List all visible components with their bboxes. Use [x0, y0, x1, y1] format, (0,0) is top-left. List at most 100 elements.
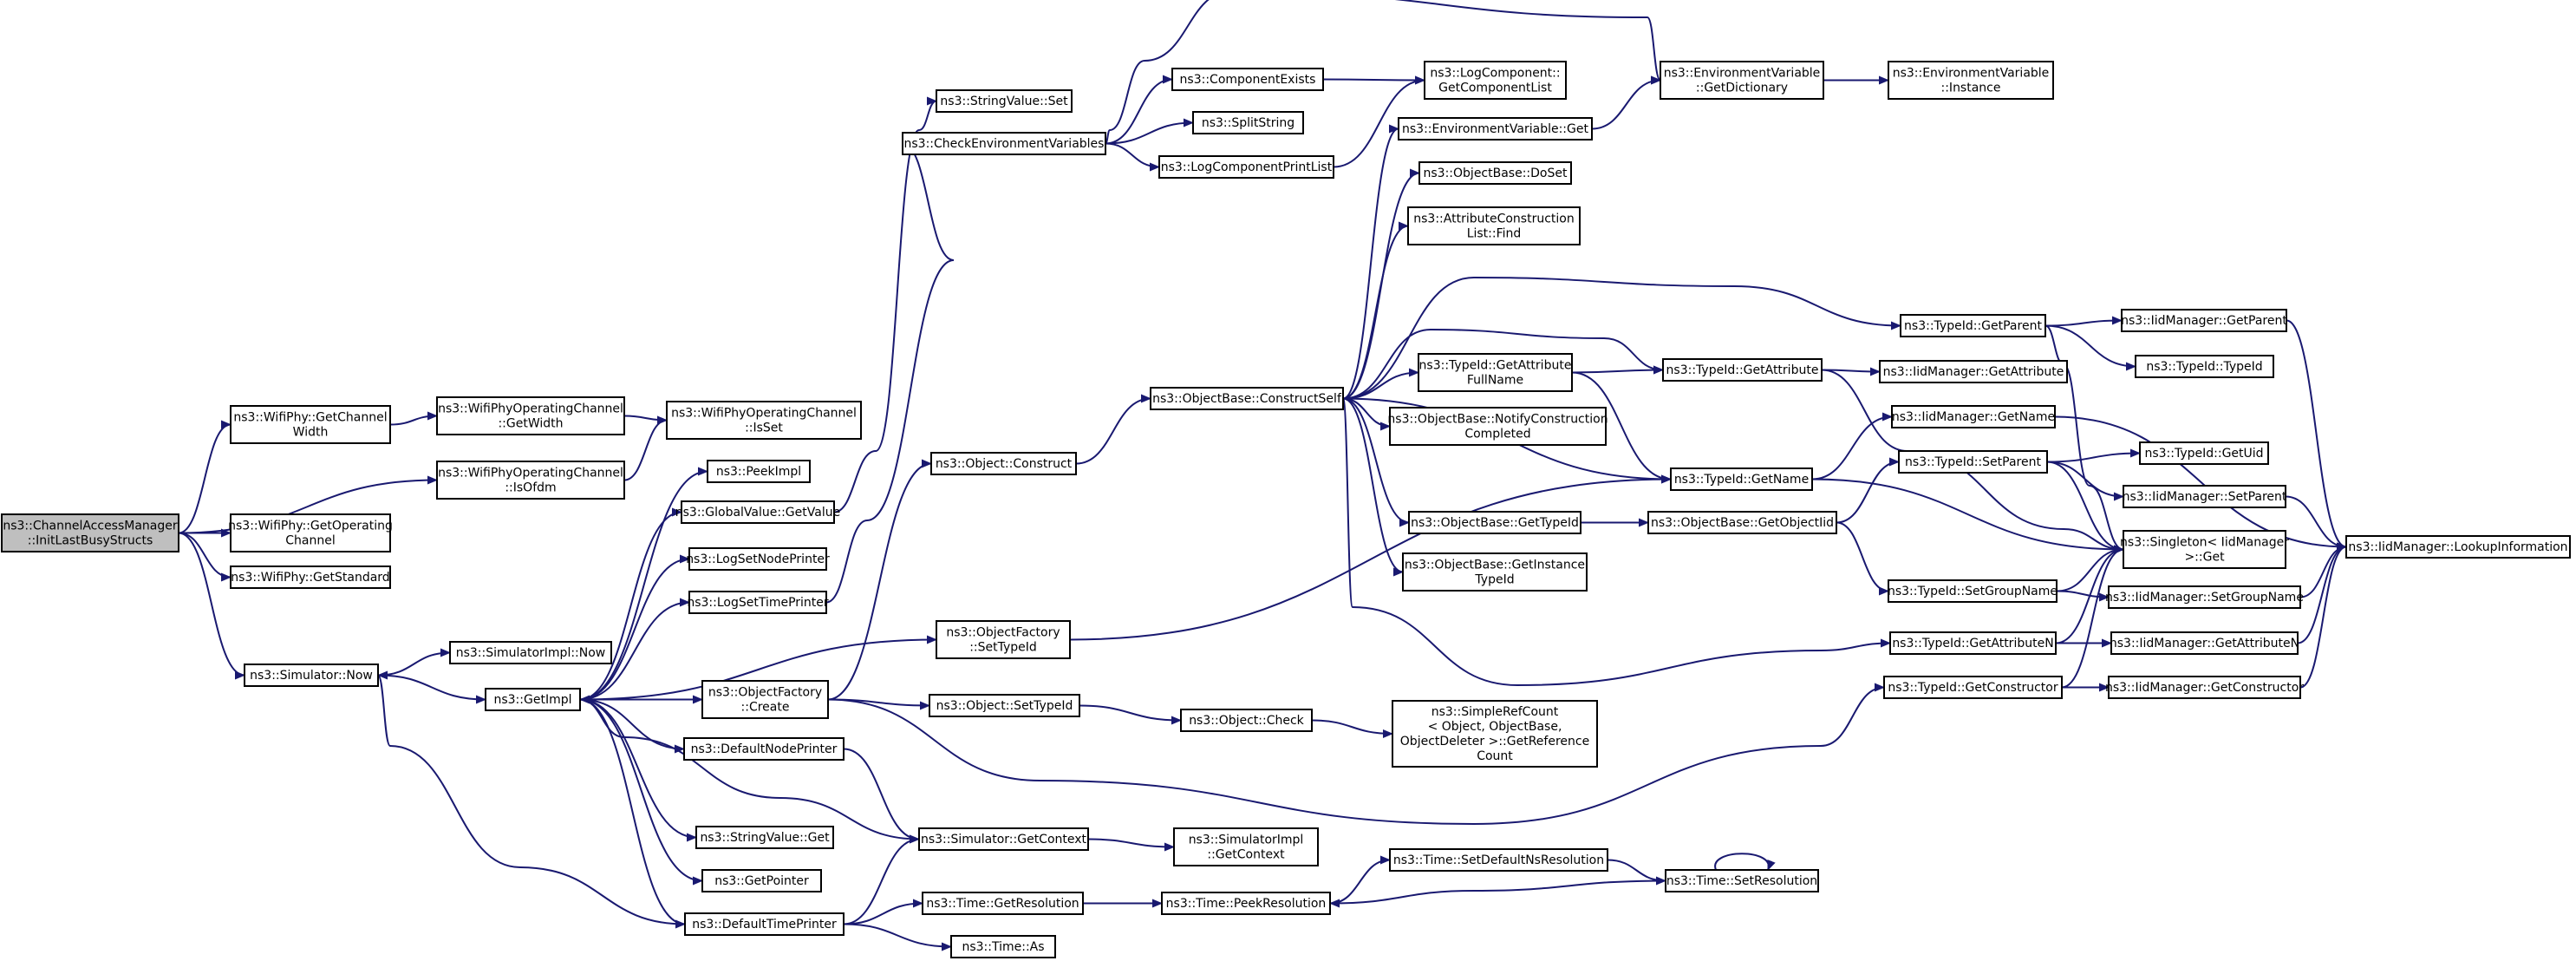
edge-constructSelf-to-objBaseGetTypeId	[1342, 397, 1410, 527]
node-objFactorySetTypeId[interactable]: ns3::ObjectFactory::SetTypeId	[936, 620, 1071, 659]
node-constructSelf[interactable]: ns3::ObjectBase::ConstructSelf	[1150, 387, 1344, 410]
node-stringValueSet[interactable]: ns3::StringValue::Set	[936, 89, 1073, 113]
node-objectConstruct[interactable]: ns3::Object::Construct	[930, 452, 1077, 475]
node-typeIdGetAttributeN[interactable]: ns3::TypeId::GetAttributeN	[1889, 631, 2057, 655]
node-box	[930, 452, 1077, 475]
node-defaultTimePrinter[interactable]: ns3::DefaultTimePrinter	[684, 912, 845, 936]
node-simImplNow[interactable]: ns3::SimulatorImpl::Now	[449, 641, 612, 664]
node-label: ns3::ChannelAccessManager	[3, 520, 178, 533]
node-typeIdSetGroupName[interactable]: ns3::TypeId::SetGroupName	[1888, 579, 2058, 603]
node-label: ns3::TypeId::SetParent	[1905, 455, 2041, 469]
node-label: ns3::StringValue::Set	[940, 95, 1068, 108]
node-label: ns3::TypeId::GetUid	[2144, 447, 2263, 461]
node-label: TypeId	[1474, 573, 1514, 587]
node-notifyConstructionCompleted[interactable]: ns3::ObjectBase::NotifyConstructionCompl…	[1387, 407, 1608, 446]
edge-timeSetResolution-to-timeSetResolution	[1714, 853, 1776, 871]
node-simImplGetContext[interactable]: ns3::SimulatorImpl::GetContext	[1173, 827, 1319, 866]
node-getStandard[interactable]: ns3::WifiPhy::GetStandard	[230, 565, 391, 589]
node-opGetWidth[interactable]: ns3::WifiPhyOperatingChannel::GetWidth	[436, 396, 625, 435]
node-simpleRefCount[interactable]: ns3::SimpleRefCount< Object, ObjectBase,…	[1392, 700, 1598, 768]
edge-getImpl-to-peekImpl	[579, 467, 708, 701]
node-iidSetGroupName[interactable]: ns3::IidManager::SetGroupName	[2105, 585, 2304, 609]
node-logSetNodePrinter[interactable]: ns3::LogSetNodePrinter	[686, 547, 830, 571]
node-timeSetResolution[interactable]: ns3::Time::SetResolution	[1665, 869, 1819, 892]
node-setDefaultNsResolution[interactable]: ns3::Time::SetDefaultNsResolution	[1389, 848, 1608, 872]
node-root[interactable]: ns3::ChannelAccessManager::InitLastBusyS…	[1, 513, 179, 552]
node-box	[2121, 309, 2287, 332]
node-defaultNodePrinter[interactable]: ns3::DefaultNodePrinter	[683, 737, 845, 761]
node-simNow[interactable]: ns3::Simulator::Now	[244, 664, 379, 687]
node-box	[902, 132, 1106, 155]
node-typeIdGetAttribute[interactable]: ns3::TypeId::GetAttribute	[1662, 358, 1823, 382]
node-opIsOfdm[interactable]: ns3::WifiPhyOperatingChannel::IsOfdm	[436, 461, 625, 500]
node-objBaseGetTypeId[interactable]: ns3::ObjectBase::GetTypeId	[1408, 511, 1581, 534]
node-box	[1424, 61, 1567, 100]
node-label: ::InitLastBusyStructs	[28, 534, 153, 548]
node-box	[684, 912, 845, 936]
node-peekImpl[interactable]: ns3::PeekImpl	[707, 460, 811, 483]
node-label: ns3::IidManager::SetGroupName	[2105, 591, 2304, 605]
node-iidGetAttributeN[interactable]: ns3::IidManager::GetAttributeN	[2110, 631, 2299, 655]
node-checkEnv[interactable]: ns3::CheckEnvironmentVariables	[902, 132, 1106, 155]
node-typeIdGetName[interactable]: ns3::TypeId::GetName	[1670, 467, 1813, 491]
node-globalGetValue[interactable]: ns3::GlobalValue::GetValue	[675, 500, 840, 524]
edge-getImpl-to-getPointer	[579, 698, 703, 886]
node-iidGetConstructor[interactable]: ns3::IidManager::GetConstructor	[2105, 676, 2304, 699]
edge-objFactoryCreate-to-typeIdGetConstructor	[827, 683, 1885, 826]
node-typeIdSetParent[interactable]: ns3::TypeId::SetParent	[1898, 450, 2048, 474]
node-timeAs[interactable]: ns3::Time::As	[950, 935, 1056, 958]
node-box	[681, 500, 835, 524]
node-label: ns3::DefaultNodePrinter	[691, 742, 838, 756]
edge-defaultTimePrinter-to-timeAs	[843, 923, 952, 951]
node-label: ns3::Time::As	[962, 940, 1044, 954]
node-label: ::IsSet	[745, 422, 783, 435]
node-box	[1660, 61, 1824, 100]
node-getObjectIid[interactable]: ns3::ObjectBase::GetObjectIid	[1647, 511, 1837, 534]
node-getImpl[interactable]: ns3::GetImpl	[485, 688, 581, 711]
node-logComponentPrintList[interactable]: ns3::LogComponentPrintList	[1158, 155, 1334, 179]
node-envGet[interactable]: ns3::EnvironmentVariable::Get	[1398, 117, 1593, 141]
node-label: ns3::ObjectFactory	[708, 686, 822, 700]
node-iidGetName[interactable]: ns3::IidManager::GetName	[1891, 405, 2056, 428]
node-objectSetTypeId[interactable]: ns3::Object::SetTypeId	[929, 694, 1080, 717]
node-envInstance[interactable]: ns3::EnvironmentVariable::Instance	[1888, 61, 2054, 100]
node-typeIdTypeId[interactable]: ns3::TypeId::TypeId	[2135, 355, 2274, 378]
node-logSetTimePrinter[interactable]: ns3::LogSetTimePrinter	[687, 591, 829, 614]
node-typeIdGetUid[interactable]: ns3::TypeId::GetUid	[2139, 441, 2269, 465]
node-objFactoryCreate[interactable]: ns3::ObjectFactory::Create	[701, 680, 829, 719]
node-getPointer[interactable]: ns3::GetPointer	[701, 869, 822, 892]
node-iidGetAttribute[interactable]: ns3::IidManager::GetAttribute	[1879, 360, 2068, 383]
node-stringValueGet[interactable]: ns3::StringValue::Get	[695, 826, 834, 849]
node-simGetContext[interactable]: ns3::Simulator::GetContext	[918, 827, 1089, 851]
node-box	[929, 694, 1080, 717]
node-label: ObjectDeleter >::GetReference	[1400, 735, 1589, 749]
node-objectCheck[interactable]: ns3::Object::Check	[1180, 709, 1313, 732]
edge-objFactoryCreate-to-objectConstruct	[827, 459, 932, 701]
node-componentExists[interactable]: ns3::ComponentExists	[1171, 68, 1324, 91]
node-opIsSet[interactable]: ns3::WifiPhyOperatingChannel::IsSet	[666, 401, 862, 440]
node-splitString[interactable]: ns3::SplitString	[1192, 111, 1304, 134]
edge-getImpl-to-logSetNodePrinter	[579, 554, 690, 701]
node-timePeekResolution[interactable]: ns3::Time::PeekResolution	[1161, 892, 1331, 915]
node-typeIdGetConstructor[interactable]: ns3::TypeId::GetConstructor	[1883, 676, 2063, 699]
node-iidLookupInformation[interactable]: ns3::IidManager::LookupInformation	[2345, 535, 2571, 559]
node-label: ns3::ComponentExists	[1180, 73, 1316, 87]
node-box	[950, 935, 1056, 958]
node-iidSetParent[interactable]: ns3::IidManager::SetParent	[2123, 485, 2287, 508]
node-iidGetParent[interactable]: ns3::IidManager::GetParent	[2121, 309, 2287, 332]
node-logGetComponentList[interactable]: ns3::LogComponent::GetComponentList	[1424, 61, 1567, 100]
node-label: ns3::LogSetNodePrinter	[686, 552, 830, 566]
node-typeIdGetParent[interactable]: ns3::TypeId::GetParent	[1900, 314, 2046, 337]
node-envGetDictionary[interactable]: ns3::EnvironmentVariable::GetDictionary	[1660, 61, 1824, 100]
node-objBaseDoSet[interactable]: ns3::ObjectBase::DoSet	[1418, 161, 1572, 185]
node-timeGetResolution[interactable]: ns3::Time::GetResolution	[922, 892, 1084, 915]
node-label: ns3::IidManager::SetParent	[2123, 490, 2287, 504]
node-singletonGet[interactable]: ns3::Singleton< IidManager>::Get	[2120, 530, 2289, 569]
node-label: ns3::Time::SetDefaultNsResolution	[1393, 853, 1604, 867]
node-box	[1407, 206, 1581, 245]
